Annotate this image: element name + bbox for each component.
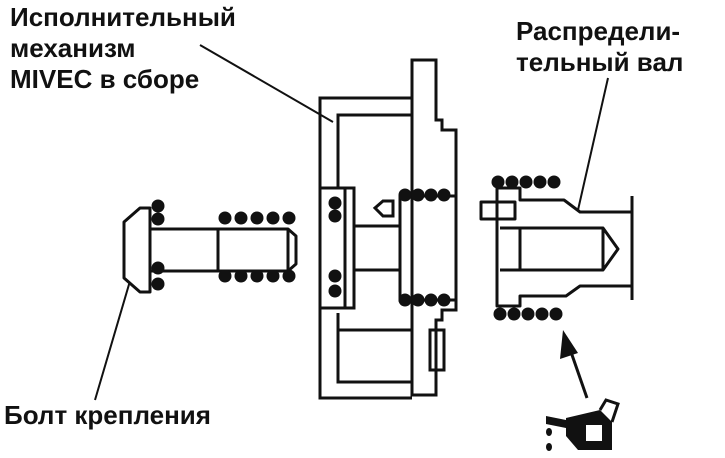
label-mounting-bolt: Болт крепления	[4, 400, 211, 431]
actuator-collar-seals	[328, 196, 342, 298]
label-camshaft: Распредели- тельный вал	[516, 16, 683, 78]
camshaft-bore	[500, 226, 620, 272]
bolt-washer-seals	[151, 199, 165, 291]
camshaft-seals	[491, 175, 563, 321]
leader-line-actuator	[199, 44, 334, 123]
actuator-hub	[354, 194, 458, 302]
actuator-inner-cover	[336, 113, 412, 188]
actuator-housing-outer	[410, 58, 458, 397]
label-line: тельный вал	[516, 47, 684, 77]
leader-line-camshaft	[577, 77, 609, 211]
arrow-up-icon	[560, 330, 589, 399]
actuator-hub-seals	[398, 188, 451, 307]
label-mivec-actuator-assembly: Исполнительный механизм MIVEC в сборе	[10, 2, 236, 95]
bolt-thread-seals	[218, 211, 296, 283]
label-line: механизм	[10, 33, 136, 63]
camshaft-body	[495, 186, 634, 308]
label-line: Распредели-	[516, 16, 681, 46]
label-line: Исполнительный	[10, 2, 236, 32]
bolt-thread	[216, 227, 298, 273]
actuator-collar	[318, 186, 356, 310]
oil-can-icon	[546, 398, 620, 451]
leader-line-bolt	[94, 263, 136, 401]
label-line: Болт крепления	[4, 400, 211, 430]
camshaft	[479, 186, 634, 308]
mivec-actuator	[318, 58, 458, 400]
actuator-dowel	[372, 199, 395, 218]
label-line: MIVEC в сборе	[10, 64, 200, 94]
bolt-head	[122, 206, 152, 294]
actuator-housing	[318, 96, 412, 400]
